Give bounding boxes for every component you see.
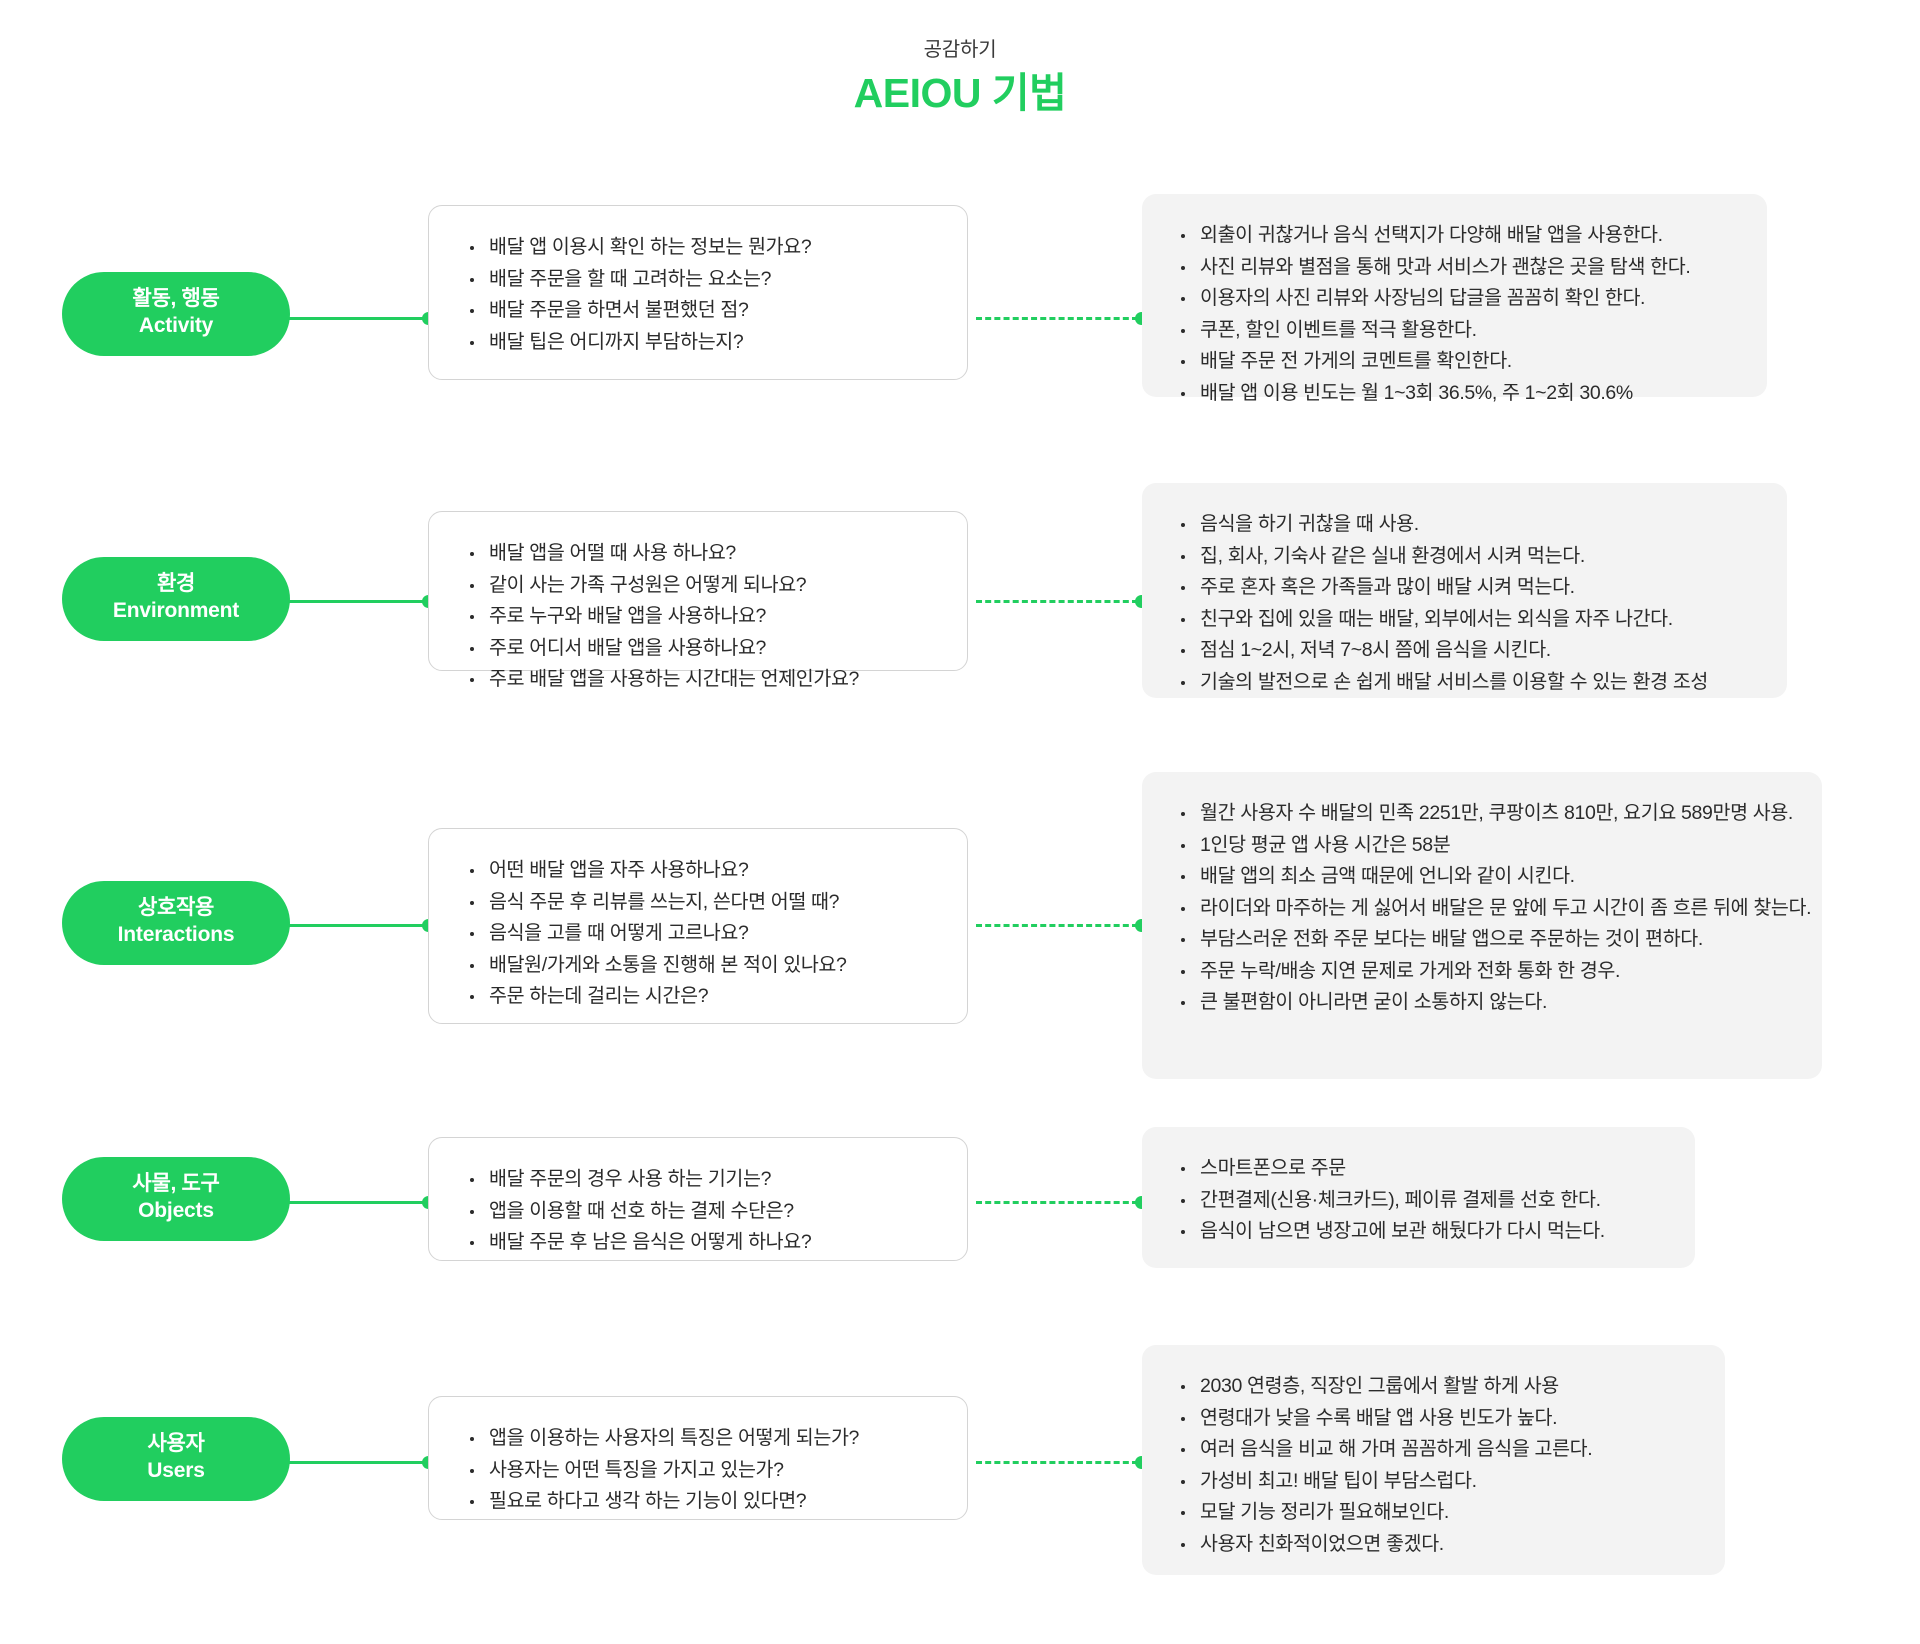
connector-questions-to-answers bbox=[976, 600, 1138, 603]
answer-item: 1인당 평균 앱 사용 시간은 58분 bbox=[1174, 830, 1788, 862]
connector-questions-to-answers bbox=[976, 1201, 1138, 1204]
question-item: 배달 팁은 어디까지 부담하는지? bbox=[463, 327, 937, 359]
category-label-ko: 상호작용 bbox=[137, 896, 215, 919]
answer-item: 사용자 친화적이었으면 좋겠다. bbox=[1174, 1529, 1691, 1561]
connector-questions-to-answers bbox=[976, 317, 1138, 320]
category-label-ko: 사물, 도구 bbox=[132, 1172, 220, 1195]
answer-item: 모달 기능 정리가 필요해보인다. bbox=[1174, 1497, 1691, 1529]
answer-item: 여러 음식을 비교 해 가며 꼼꼼하게 음식을 고른다. bbox=[1174, 1434, 1691, 1466]
page-title: AEIOU 기법 bbox=[853, 70, 1067, 116]
connector-pill-to-questions bbox=[284, 1201, 430, 1204]
question-item: 배달 주문을 하면서 불편했던 점? bbox=[463, 295, 937, 327]
answer-list: 외출이 귀찮거나 음식 선택지가 다양해 배달 앱을 사용한다.사진 리뷰와 별… bbox=[1174, 220, 1733, 409]
answer-item: 배달 주문 전 가게의 코멘트를 확인한다. bbox=[1174, 346, 1733, 378]
question-item: 배달 주문을 할 때 고려하는 요소는? bbox=[463, 264, 937, 296]
question-item: 앱을 이용할 때 선호 하는 결제 수단은? bbox=[463, 1196, 937, 1228]
category-label-ko: 환경 bbox=[156, 572, 196, 595]
answer-box-interactions: 월간 사용자 수 배달의 민족 2251만, 쿠팡이츠 810만, 요기요 58… bbox=[1142, 772, 1822, 1079]
category-label-ko: 활동, 행동 bbox=[132, 287, 220, 310]
answer-item: 점심 1~2시, 저녁 7~8시 쯤에 음식을 시킨다. bbox=[1174, 635, 1753, 667]
answer-item: 가성비 최고! 배달 팁이 부담스럽다. bbox=[1174, 1466, 1691, 1498]
question-list: 앱을 이용하는 사용자의 특징은 어떻게 되는가?사용자는 어떤 특징을 가지고… bbox=[463, 1423, 937, 1518]
answer-item: 스마트폰으로 주문 bbox=[1174, 1153, 1661, 1185]
question-box-environment: 배달 앱을 어떨 때 사용 하나요?같이 사는 가족 구성원은 어떻게 되나요?… bbox=[428, 511, 968, 690]
category-pill-environment[interactable]: 환경 Environment bbox=[62, 557, 290, 641]
answer-item: 기술의 발전으로 손 쉽게 배달 서비스를 이용할 수 있는 환경 조성 bbox=[1174, 667, 1753, 699]
answer-box-environment: 음식을 하기 귀찮을 때 사용.집, 회사, 기숙사 같은 실내 환경에서 시켜… bbox=[1142, 483, 1787, 698]
answer-item: 배달 앱 이용 빈도는 월 1~3회 36.5%, 주 1~2회 30.6% bbox=[1174, 378, 1733, 410]
question-item: 어떤 배달 앱을 자주 사용하나요? bbox=[463, 855, 937, 887]
answer-item: 쿠폰, 할인 이벤트를 적극 활용한다. bbox=[1174, 315, 1733, 347]
question-box-interactions: 어떤 배달 앱을 자주 사용하나요?음식 주문 후 리뷰를 쓰는지, 쓴다면 어… bbox=[428, 828, 968, 1024]
question-item: 사용자는 어떤 특징을 가지고 있는가? bbox=[463, 1455, 937, 1487]
connector-pill-to-questions bbox=[284, 600, 430, 603]
question-list: 배달 앱 이용시 확인 하는 정보는 뭔가요?배달 주문을 할 때 고려하는 요… bbox=[463, 232, 937, 358]
question-item: 배달 주문의 경우 사용 하는 기기는? bbox=[463, 1164, 937, 1196]
answer-item: 집, 회사, 기숙사 같은 실내 환경에서 시켜 먹는다. bbox=[1174, 541, 1753, 573]
answer-list: 월간 사용자 수 배달의 민족 2251만, 쿠팡이츠 810만, 요기요 58… bbox=[1174, 798, 1812, 1019]
answer-item: 외출이 귀찮거나 음식 선택지가 다양해 배달 앱을 사용한다. bbox=[1174, 220, 1733, 252]
answer-item: 라이더와 마주하는 게 싫어서 배달은 문 앞에 두고 시간이 좀 흐른 뒤에 … bbox=[1174, 893, 1812, 925]
category-pill-objects[interactable]: 사물, 도구 Objects bbox=[62, 1157, 290, 1241]
question-box-users: 앱을 이용하는 사용자의 특징은 어떻게 되는가?사용자는 어떤 특징을 가지고… bbox=[428, 1396, 968, 1520]
question-item: 배달 앱 이용시 확인 하는 정보는 뭔가요? bbox=[463, 232, 937, 264]
question-item: 주로 누구와 배달 앱을 사용하나요? bbox=[463, 601, 937, 633]
answer-item: 2030 연령층, 직장인 그룹에서 활발 하게 사용 bbox=[1174, 1371, 1691, 1403]
question-item: 필요로 하다고 생각 하는 기능이 있다면? bbox=[463, 1486, 937, 1518]
answer-item: 친구와 집에 있을 때는 배달, 외부에서는 외식을 자주 나간다. bbox=[1174, 604, 1753, 636]
answer-box-activity: 외출이 귀찮거나 음식 선택지가 다양해 배달 앱을 사용한다.사진 리뷰와 별… bbox=[1142, 194, 1767, 404]
category-label-ko: 사용자 bbox=[147, 1432, 205, 1455]
category-label-en: Interactions bbox=[117, 922, 235, 946]
answer-item: 사진 리뷰와 별점을 통해 맛과 서비스가 괜찮은 곳을 탐색 한다. bbox=[1174, 252, 1733, 284]
answer-item: 이용자의 사진 리뷰와 사장님의 답글을 꼼꼼히 확인 한다. bbox=[1174, 283, 1733, 315]
question-item: 주로 배달 앱을 사용하는 시간대는 언제인가요? bbox=[463, 664, 937, 696]
category-pill-interactions[interactable]: 상호작용 Interactions bbox=[62, 881, 290, 965]
category-pill-activity[interactable]: 활동, 행동 Activity bbox=[62, 272, 290, 356]
question-list: 배달 주문의 경우 사용 하는 기기는?앱을 이용할 때 선호 하는 결제 수단… bbox=[463, 1164, 937, 1259]
answer-item: 연령대가 낮을 수록 배달 앱 사용 빈도가 높다. bbox=[1174, 1403, 1691, 1435]
question-item: 배달 주문 후 남은 음식은 어떻게 하나요? bbox=[463, 1227, 937, 1259]
answer-item: 음식이 남으면 냉장고에 보관 해뒀다가 다시 먹는다. bbox=[1174, 1216, 1661, 1248]
question-item: 주문 하는데 걸리는 시간은? bbox=[463, 981, 937, 1013]
answer-item: 주로 혼자 혹은 가족들과 많이 배달 시켜 먹는다. bbox=[1174, 572, 1753, 604]
question-item: 음식을 고를 때 어떻게 고르나요? bbox=[463, 918, 937, 950]
category-label-en: Activity bbox=[138, 313, 214, 337]
connector-pill-to-questions bbox=[284, 317, 430, 320]
answer-item: 간편결제(신용·체크카드), 페이류 결제를 선호 한다. bbox=[1174, 1185, 1661, 1217]
page-subtitle: 공감하기 bbox=[923, 39, 997, 61]
category-label-en: Environment bbox=[112, 598, 240, 622]
answer-item: 월간 사용자 수 배달의 민족 2251만, 쿠팡이츠 810만, 요기요 58… bbox=[1174, 798, 1793, 830]
question-item: 음식 주문 후 리뷰를 쓰는지, 쓴다면 어떨 때? bbox=[463, 887, 937, 919]
question-list: 배달 앱을 어떨 때 사용 하나요?같이 사는 가족 구성원은 어떻게 되나요?… bbox=[463, 538, 937, 696]
question-item: 배달원/가게와 소통을 진행해 본 적이 있나요? bbox=[463, 950, 937, 982]
page-header: 공감하기 AEIOU 기법 bbox=[0, 38, 1920, 119]
category-label-en: Objects bbox=[138, 1198, 214, 1222]
connector-pill-to-questions bbox=[284, 924, 430, 927]
answer-list: 음식을 하기 귀찮을 때 사용.집, 회사, 기숙사 같은 실내 환경에서 시켜… bbox=[1174, 509, 1753, 698]
question-box-objects: 배달 주문의 경우 사용 하는 기기는?앱을 이용할 때 선호 하는 결제 수단… bbox=[428, 1137, 968, 1261]
question-item: 주로 어디서 배달 앱을 사용하나요? bbox=[463, 633, 937, 665]
question-list: 어떤 배달 앱을 자주 사용하나요?음식 주문 후 리뷰를 쓰는지, 쓴다면 어… bbox=[463, 855, 937, 1013]
connector-questions-to-answers bbox=[976, 924, 1138, 927]
category-label-en: Users bbox=[147, 1458, 205, 1482]
question-item: 같이 사는 가족 구성원은 어떻게 되나요? bbox=[463, 570, 937, 602]
question-item: 앱을 이용하는 사용자의 특징은 어떻게 되는가? bbox=[463, 1423, 937, 1455]
answer-item: 주문 누락/배송 지연 문제로 가게와 전화 통화 한 경우. bbox=[1174, 956, 1788, 988]
question-item: 배달 앱을 어떨 때 사용 하나요? bbox=[463, 538, 937, 570]
connector-pill-to-questions bbox=[284, 1461, 430, 1464]
answer-item: 배달 앱의 최소 금액 때문에 언니와 같이 시킨다. bbox=[1174, 861, 1788, 893]
answer-item: 음식을 하기 귀찮을 때 사용. bbox=[1174, 509, 1753, 541]
question-box-activity: 배달 앱 이용시 확인 하는 정보는 뭔가요?배달 주문을 할 때 고려하는 요… bbox=[428, 205, 968, 380]
category-pill-users[interactable]: 사용자 Users bbox=[62, 1417, 290, 1501]
answer-item: 부담스러운 전화 주문 보다는 배달 앱으로 주문하는 것이 편하다. bbox=[1174, 924, 1788, 956]
answer-item: 큰 불편함이 아니라면 굳이 소통하지 않는다. bbox=[1174, 987, 1788, 1019]
connector-questions-to-answers bbox=[976, 1461, 1138, 1464]
